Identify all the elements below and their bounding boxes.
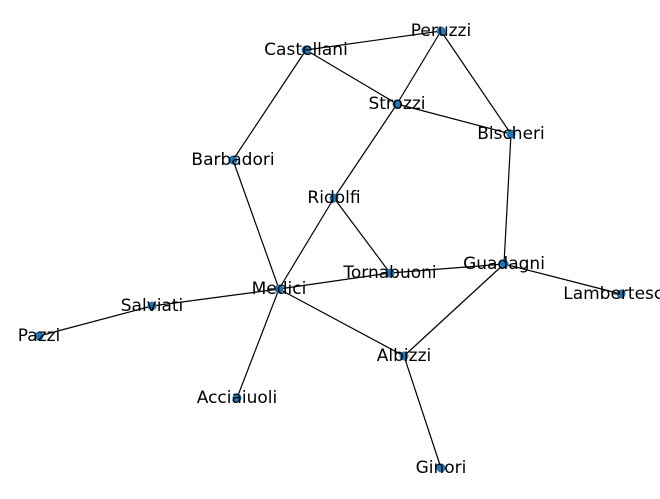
node-strozzi [392,99,402,109]
edge-castellani-peruzzi [305,30,442,51]
edge-albizzi-ginori [403,355,442,469]
edge-medici-salviati [151,288,280,307]
edge-medici-ridolfi [278,197,335,290]
edge-strozzi-bischeri [396,103,512,135]
edge-medici-tornabuoni [278,272,391,290]
edge-acciaiuoli-medici [236,288,280,399]
node-label-albizzi: Albizzi [377,346,431,366]
labels-layer: Acciaiuoli Medici Castellani PeruzziStrozzi… [18,21,660,478]
node-label-bischeri: Bischeri [477,124,545,144]
edge-castellani-strozzi [305,49,398,105]
node-castellani [301,45,311,55]
node-tornabuoni [385,268,395,278]
edge-salviati-pazzi [38,305,153,337]
node-acciaiuoli [232,393,242,403]
edge-bischeri-guadagni [503,133,512,265]
edge-albizzi-guadagni [403,263,505,357]
node-label-strozzi: Strozzi [368,94,425,114]
edge-ridolfi-tornabuoni [333,197,391,274]
nodes-layer [34,26,626,473]
node-label-peruzzi: Peruzzi [411,21,471,41]
node-pazzi [34,331,44,341]
edge-peruzzi-bischeri [440,30,512,135]
edge-strozzi-ridolfi [333,103,398,199]
node-label-lamberteschi: Lamberteschi [563,284,660,304]
edges-layer [38,30,622,469]
node-albizzi [399,351,409,361]
node-label-ridolfi: Ridolfi [307,188,360,208]
node-label-guadagni: Guadagni [463,254,545,274]
node-ginori [436,463,446,473]
node-label-medici: Medici [252,279,307,299]
node-ridolfi [329,193,339,203]
edge-peruzzi-strozzi [396,30,442,105]
node-peruzzi [436,26,446,36]
edge-tornabuoni-guadagni [389,263,505,274]
node-guadagni [499,259,509,269]
node-label-pazzi: Pazzi [18,326,60,346]
node-label-acciaiuoli: Acciaiuoli [197,388,278,408]
node-label-ginori: Ginori [416,458,467,478]
edge-castellani-barbadori [232,49,307,161]
node-salviati [147,301,157,311]
node-barbadori [228,155,238,165]
node-medici [274,284,284,294]
edge-guadagni-lamberteschi [503,263,622,295]
node-bischeri [506,129,516,139]
edge-medici-barbadori [232,159,280,290]
node-label-castellani: Castellani [264,40,348,60]
node-label-salviati: Salviati [121,296,184,316]
node-label-barbadori: Barbadori [191,150,274,170]
node-label-tornabuoni: Tornabuoni [342,263,436,283]
edge-medici-albizzi [278,288,405,357]
node-lamberteschi [616,289,626,299]
